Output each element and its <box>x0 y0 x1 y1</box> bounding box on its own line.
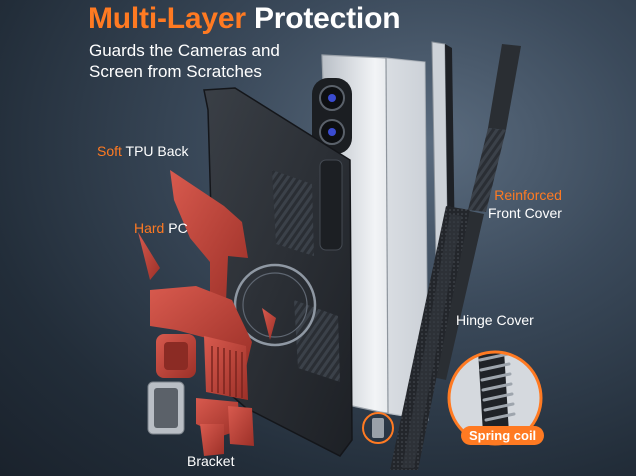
subtitle-line-2: Screen from Scratches <box>89 62 262 81</box>
headline: Multi-Layer Protection <box>88 2 401 36</box>
reinforced-front-cover <box>431 41 455 263</box>
magnetic-ring-icon <box>233 263 317 347</box>
label-soft-tpu-back: Soft TPU Back <box>97 143 189 159</box>
label-hinge-cover: Hinge Cover <box>456 312 534 328</box>
hinge-cover <box>390 206 470 470</box>
hard-pc-shell <box>138 170 276 456</box>
camera-lens-icon <box>312 78 352 154</box>
subtitle: Guards the Cameras and Screen from Scrat… <box>89 40 280 82</box>
spring-coil-badge: Spring coil <box>461 426 545 445</box>
hinge-detail-circle <box>362 412 394 444</box>
bracket-part <box>147 381 185 435</box>
subtitle-line-1: Guards the Cameras and <box>89 41 280 60</box>
label-hard-pc: Hard PC <box>134 220 188 236</box>
headline-accent: Multi-Layer <box>88 2 246 35</box>
headline-rest: Protection <box>253 2 401 35</box>
label-bracket: Bracket <box>187 453 235 469</box>
